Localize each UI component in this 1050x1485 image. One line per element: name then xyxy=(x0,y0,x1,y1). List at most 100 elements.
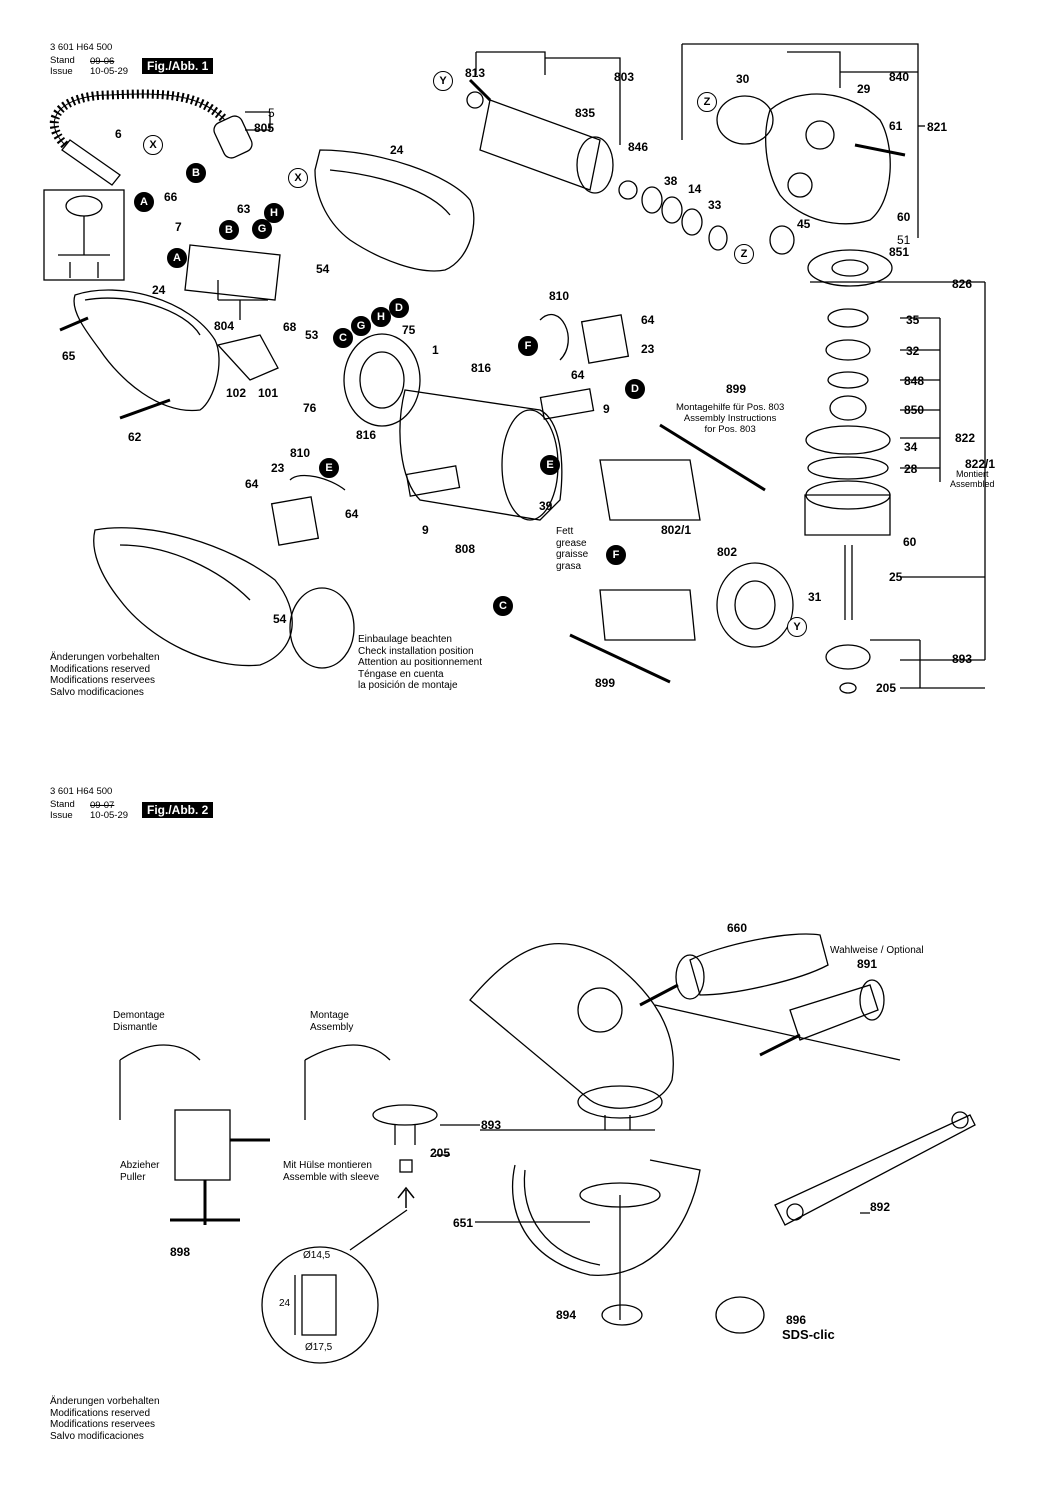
part-label-62: 62 xyxy=(128,430,142,444)
part-label-846: 846 xyxy=(628,140,649,154)
part-label-835: 835 xyxy=(575,106,596,120)
part-label-896: 896 xyxy=(786,1313,807,1327)
part-label-893-fig2: 893 xyxy=(481,1118,502,1132)
connector-g-callout-lower: G xyxy=(351,316,371,336)
part-label-892: 892 xyxy=(870,1200,891,1214)
connector-z-callout: Z xyxy=(697,92,717,112)
part-label-898: 898 xyxy=(170,1245,191,1259)
part-label-64-d: 64 xyxy=(345,507,359,521)
part-label-60-lower: 60 xyxy=(903,535,917,549)
connector-f-callout-lower: F xyxy=(606,545,626,565)
stand-label-fig2: Stand xyxy=(50,799,75,810)
connector-b-callout: B xyxy=(186,163,206,183)
part-label-25: 25 xyxy=(889,570,903,584)
part-label-821: 821 xyxy=(927,120,948,134)
connector-h-callout-lower: H xyxy=(371,307,391,327)
part-label-205: 205 xyxy=(876,681,897,695)
part-label-850: 850 xyxy=(904,403,925,417)
part-label-63: 63 xyxy=(237,202,251,216)
part-label-804: 804 xyxy=(214,319,235,333)
part-label-76: 76 xyxy=(303,401,317,415)
connector-d-callout: D xyxy=(389,298,409,318)
modifications-note-fig2: Änderungen vorbehalten Modifications res… xyxy=(50,1396,160,1442)
connector-a-callout: A xyxy=(134,192,154,212)
assembled-note: Montiert Assembled xyxy=(950,469,995,489)
connector-c-callout-lower: C xyxy=(493,596,513,616)
part-label-102: 102 xyxy=(226,386,247,400)
part-label-802: 802 xyxy=(717,545,738,559)
part-label-28: 28 xyxy=(904,462,918,476)
grease-note: Fett grease graisse grasa xyxy=(556,526,589,572)
part-label-826: 826 xyxy=(952,277,973,291)
part-label-808: 808 xyxy=(455,542,476,556)
fig1-title: Fig./Abb. 1 xyxy=(142,58,214,74)
part-label-822-1: 822/1 xyxy=(965,457,996,471)
part-label-805: 805 xyxy=(254,121,275,135)
part-label-893: 893 xyxy=(952,652,973,666)
connector-d-callout-lower: D xyxy=(625,379,645,399)
connector-y-callout: Y xyxy=(433,71,453,91)
stand-label: Stand xyxy=(50,55,75,66)
part-label-61: 61 xyxy=(889,119,903,133)
part-label-899-lower: 899 xyxy=(595,676,616,690)
sleeve-height: 24 xyxy=(279,1298,291,1309)
part-label-34: 34 xyxy=(904,440,918,454)
issue-date: 10-05-29 xyxy=(90,66,129,77)
part-label-9-top: 9 xyxy=(603,402,610,416)
part-label-39: 39 xyxy=(539,499,553,513)
part-label-660: 660 xyxy=(727,921,748,935)
part-number: 3 601 H64 500 xyxy=(50,42,113,53)
part-label-810-top: 810 xyxy=(549,289,570,303)
part-label-7: 7 xyxy=(175,220,182,234)
part-label-24-top: 24 xyxy=(390,143,404,157)
part-label-32: 32 xyxy=(906,344,920,358)
sleeve-outer-diameter: Ø17,5 xyxy=(305,1342,333,1353)
part-label-75: 75 xyxy=(402,323,416,337)
part-label-802-1: 802/1 xyxy=(661,523,692,537)
part-number-fig2: 3 601 H64 500 xyxy=(50,786,113,797)
sleeve-note: Mit Hülse montieren Assemble with sleeve xyxy=(283,1160,380,1183)
connector-x-callout-handle: X xyxy=(288,168,308,188)
part-label-51: 51 xyxy=(897,233,911,247)
part-label-29: 29 xyxy=(857,82,871,96)
part-label-24-lower: 24 xyxy=(152,283,166,297)
part-label-651: 651 xyxy=(453,1216,474,1230)
connector-f-callout: F xyxy=(518,336,538,356)
issue-label-fig2: Issue xyxy=(50,810,73,821)
connector-c-callout: C xyxy=(333,328,353,348)
part-label-33: 33 xyxy=(708,198,722,212)
part-label-9-lower: 9 xyxy=(422,523,429,537)
part-label-803: 803 xyxy=(614,70,635,84)
bracket-821 xyxy=(681,43,919,238)
connector-b-callout-switch: B xyxy=(219,220,239,240)
part-label-35: 35 xyxy=(906,313,920,327)
part-label-891: 891 xyxy=(857,957,878,971)
part-label-810-lower: 810 xyxy=(290,446,311,460)
part-label-14: 14 xyxy=(688,182,702,196)
part-label-65: 65 xyxy=(62,349,76,363)
part-label-822: 822 xyxy=(955,431,976,445)
part-label-848: 848 xyxy=(904,374,925,388)
fig2-title: Fig./Abb. 2 xyxy=(142,802,214,818)
connector-e-callout-lower: E xyxy=(540,455,560,475)
dismantle-note: Demontage Dismantle xyxy=(113,1010,165,1033)
part-label-840: 840 xyxy=(889,70,910,84)
part-label-64-c: 64 xyxy=(245,477,259,491)
part-label-816-lower: 816 xyxy=(356,428,377,442)
part-label-101: 101 xyxy=(258,386,279,400)
part-label-53: 53 xyxy=(305,328,319,342)
part-label-64-b: 64 xyxy=(571,368,585,382)
part-label-30: 30 xyxy=(736,72,750,86)
part-label-816-top: 816 xyxy=(471,361,492,375)
part-label-813: 813 xyxy=(465,66,486,80)
optional-note: Wahlweise / Optional xyxy=(830,945,924,956)
stand-date: 09-06 xyxy=(90,56,115,67)
part-label-64-a: 64 xyxy=(641,313,655,327)
part-label-5: 5 xyxy=(268,106,275,120)
connector-x-callout: X xyxy=(143,135,163,155)
sds-clic-logo: SDS-clic xyxy=(782,1327,835,1342)
part-label-23-top: 23 xyxy=(641,342,655,356)
modifications-note-fig1: Änderungen vorbehalten Modifications res… xyxy=(50,652,160,698)
issue-date-fig2: 10-05-29 xyxy=(90,810,129,821)
